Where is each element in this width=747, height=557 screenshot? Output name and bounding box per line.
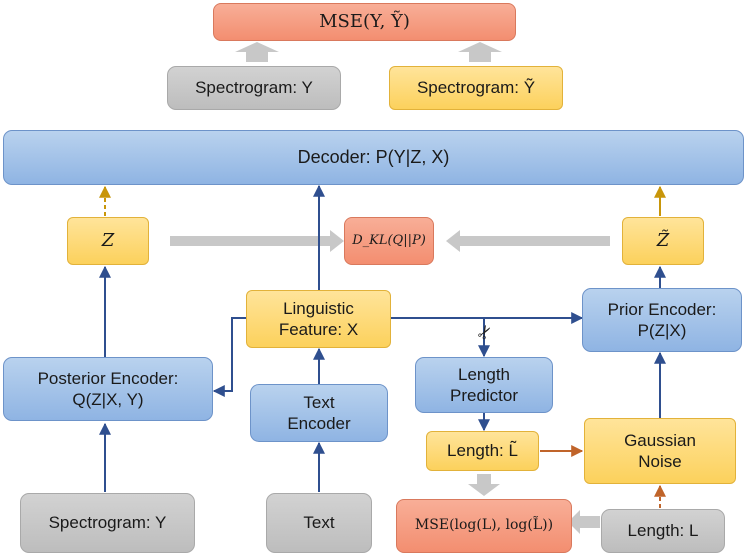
spectrogram-y-top-label: Spectrogram: Y <box>195 78 313 98</box>
gray-block-arrows <box>170 42 610 534</box>
kl-label: D_KL(Q||P) <box>352 232 426 248</box>
prior-line2: P(Z|X) <box>637 321 687 340</box>
linguistic-feature: Linguistic Feature: X <box>246 290 391 348</box>
spectrogram-y-tilde: Spectrogram: Ỹ <box>389 66 563 110</box>
linguistic-line2: Feature: X <box>278 320 359 339</box>
kl-divergence: D_KL(Q||P) <box>344 217 434 265</box>
spectrogram-y-tilde-label: Spectrogram: Ỹ <box>416 78 536 98</box>
text-input: Text <box>266 493 372 553</box>
length-tilde-label: Length: L̃ <box>447 441 518 461</box>
text-encoder: Text Encoder <box>250 384 388 442</box>
latent-z: Z <box>67 217 149 265</box>
text-encoder-line2: Encoder <box>287 414 351 433</box>
prior-line1: Prior Encoder: <box>607 299 717 319</box>
text-encoder-line1: Text <box>303 392 335 412</box>
spectrogram-y-bottom-label: Spectrogram: Y <box>48 513 167 533</box>
blue-arrows <box>99 94 666 492</box>
prior-encoder: Prior Encoder: P(Z|X) <box>582 288 742 352</box>
text-label: Text <box>303 513 335 533</box>
z-tilde-label: Z̃ <box>656 229 670 251</box>
mse-loss-top: MSE(Y, Ỹ) <box>213 3 516 41</box>
mse-top-label: MSE(Y, Ỹ) <box>319 10 410 32</box>
decoder-label: Decoder: P(Y|Z, X) <box>297 147 450 168</box>
latent-z-tilde: Z̃ <box>622 217 704 265</box>
length-l-label: Length: L <box>627 521 699 541</box>
linguistic-line1: Linguistic <box>283 298 354 318</box>
posterior-encoder: Posterior Encoder: Q(Z|X, Y) <box>3 357 213 421</box>
mse-loss-bottom: MSE(log(L), log(L̃)) <box>396 499 572 553</box>
z-label: Z <box>101 229 115 251</box>
mse-bottom-label: MSE(log(L), log(L̃)) <box>414 517 554 534</box>
gaussian-noise: Gaussian Noise <box>584 418 736 484</box>
posterior-line1: Posterior Encoder: <box>37 368 179 388</box>
spectrogram-y-bottom: Spectrogram: Y <box>20 493 195 553</box>
gaussian-line1: Gaussian <box>624 430 696 450</box>
length-l: Length: L <box>601 509 725 553</box>
gaussian-line2: Noise <box>638 452 682 471</box>
spectrogram-y-top: Spectrogram: Y <box>167 66 341 110</box>
length-tilde: Length: L̃ <box>426 431 539 471</box>
posterior-line2: Q(Z|X, Y) <box>72 390 144 409</box>
length-predictor-line2: Predictor <box>449 386 519 405</box>
decoder: Decoder: P(Y|Z, X) <box>3 130 744 185</box>
length-predictor: Length Predictor <box>415 357 553 413</box>
length-predictor-line1: Length <box>458 364 510 384</box>
